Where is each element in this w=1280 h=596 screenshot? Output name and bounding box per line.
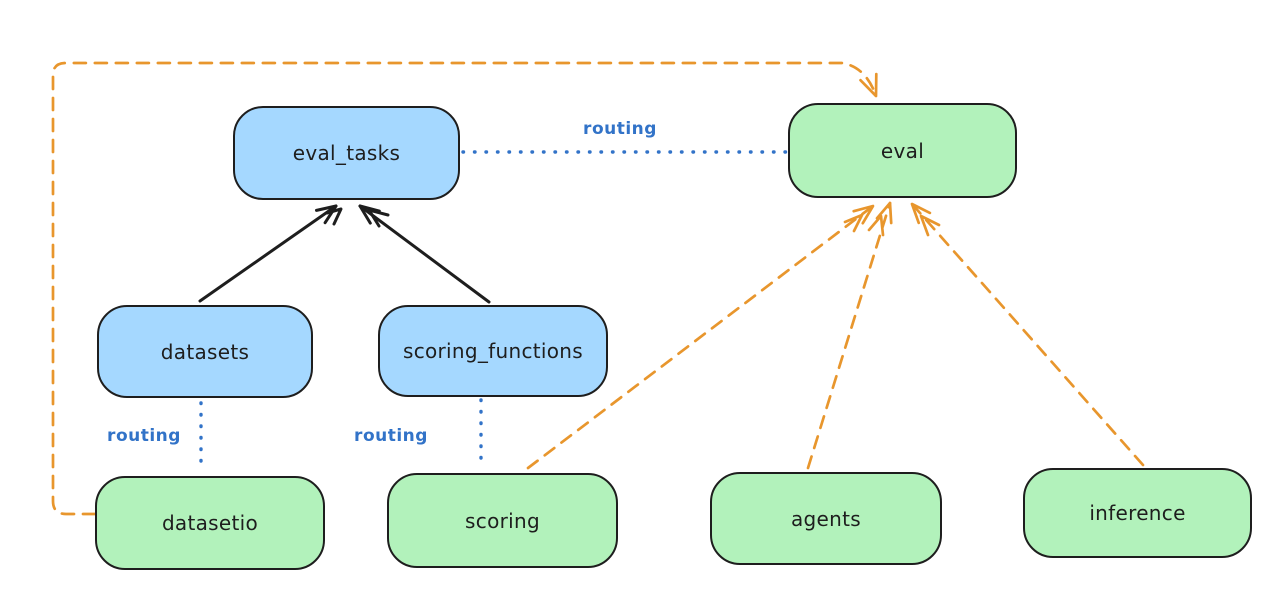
node-scoring: scoring [387,473,618,568]
edge-label-routing-scoring-functions-scoring: routing [351,426,431,446]
edge-datasets-to-eval-tasks [198,204,343,303]
edge-label-routing-datasets-datasetio: routing [104,426,184,446]
node-datasets: datasets [97,305,313,398]
node-eval-tasks: eval_tasks [233,106,460,200]
node-inference: inference [1023,468,1252,558]
edge-agents-to-eval [806,201,893,470]
edge-label-routing-eval-tasks-eval: routing [580,119,660,139]
edge-datasetio-to-eval [51,61,878,516]
edge-scoring-functions-to-eval-tasks [358,204,491,304]
node-eval: eval [788,103,1017,198]
node-agents: agents [710,472,942,565]
node-datasetio: datasetio [95,476,325,570]
edge-scoring-to-eval [526,204,875,470]
edge-inference-to-eval [910,202,1145,467]
node-scoring-functions: scoring_functions [378,305,608,397]
